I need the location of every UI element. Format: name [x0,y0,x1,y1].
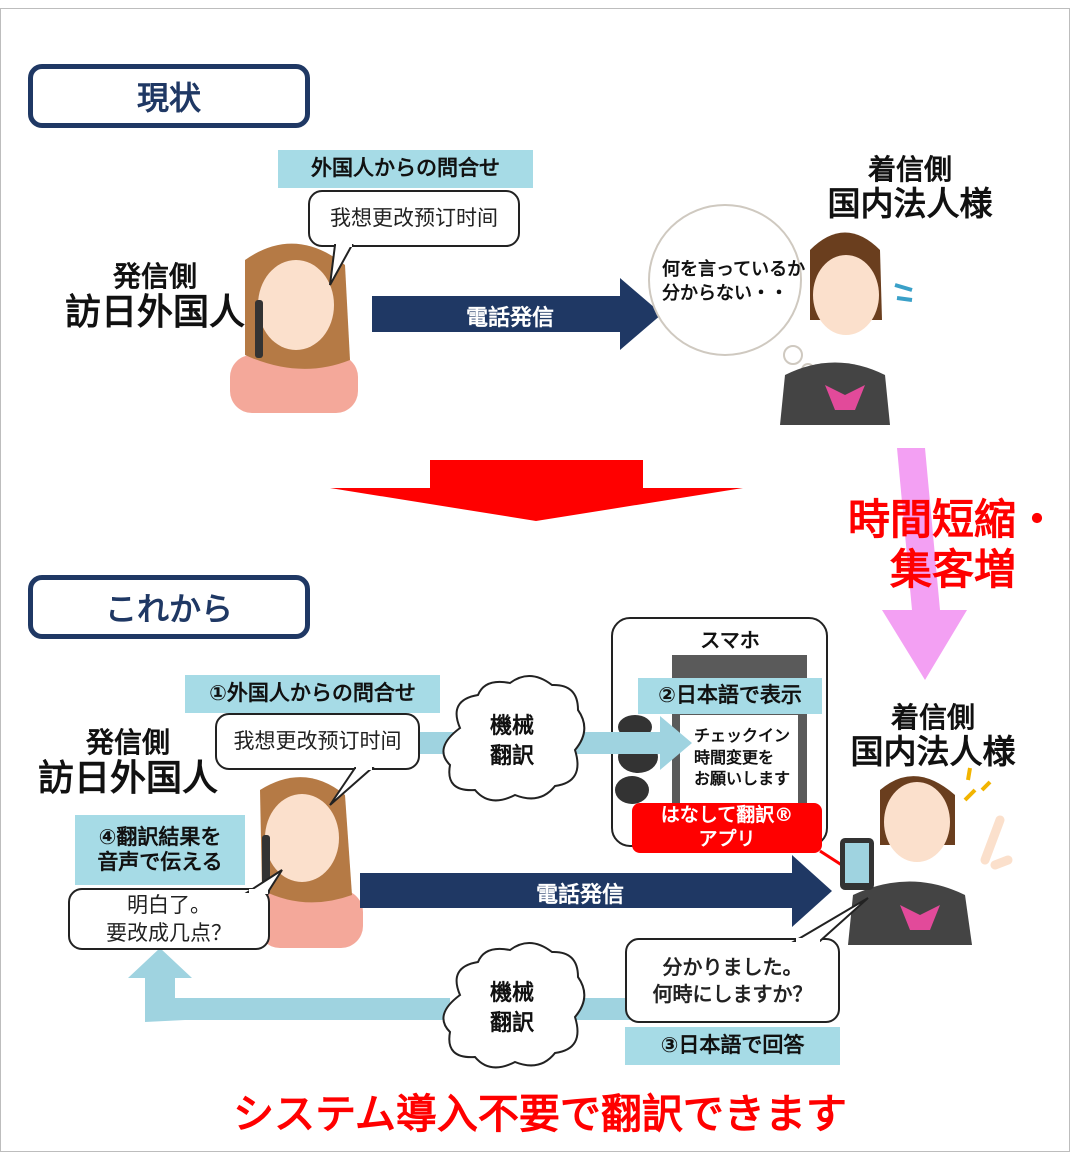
section-tag-current: 現状 [28,64,310,128]
step1-label-text: ①外国人からの問合せ [209,681,416,706]
caller-speech-text: 我想更改预订时间 [330,206,498,231]
cloud2-line1: 機械 [489,981,534,1006]
receiver-label-current: 着信側 国内法人様 [810,153,1010,223]
step4-label: ④翻訳結果を 音声で伝える [75,815,245,885]
translate-cloud-2-text: 機械 翻訳 [472,979,552,1038]
benefit-arrow [882,448,967,680]
receiver-label-future: 着信側 国内法人様 [833,701,1033,771]
caller-person-illustration [230,243,358,413]
receiver-thought-text: 何を言っているか 分からない・・ [662,258,812,307]
thought-line2: 分からない・・ [662,283,788,305]
app-line2: アプリ [698,828,756,850]
caller-label-current: 発信側 訪日外国人 [55,260,255,333]
step3-label-text: ③日本語で回答 [660,1033,805,1058]
caller-reply-bubble: 明白了。 要改成几点？ [68,888,270,950]
benefit-line1: 時間短縮・ [847,495,1058,544]
caller-label-line1: 発信側 [112,260,197,293]
step1-label: ①外国人からの問合せ [185,675,440,713]
receiver-label-future-line1: 着信側 [890,701,975,734]
translate-cloud-2 [442,942,586,1069]
receiver-label-line1: 着信側 [867,153,952,186]
phone-text-line2: 時間変更を [694,747,775,767]
translation-app-badge: はなして翻訳® アプリ [632,803,822,853]
caller-label-future: 発信側 訪日外国人 [28,726,228,799]
cloud1-line2: 翻訳 [489,743,534,769]
caller-label-future-line1: 発信側 [85,726,170,759]
receiver-label-future-line2: 国内法人様 [850,731,1016,771]
phone-text-line3: お願いします [694,769,791,789]
receiver-person-illustration-future [840,767,1013,945]
step4-line2: 音声で伝える [97,850,223,874]
call-arrow-current [372,278,662,350]
step3-label: ③日本語で回答 [625,1027,840,1065]
transition-arrow [330,460,743,521]
phone-text-line1: チェックイン [694,726,791,745]
call-arrow-current-label: 電話発信 [465,306,554,331]
footer-message: システム導入不要で翻訳できます [233,1090,847,1138]
benefit-text: 時間短縮・ 集客増 [838,495,1068,596]
benefit-line2: 集客増 [889,545,1016,595]
thought-bubble [648,204,815,377]
call-arrow-future-label: 電話発信 [535,883,624,908]
translate-arrow-to-phone [570,716,692,770]
phone-title: スマホ [700,628,760,652]
caller-speech-bubble-future: 我想更改预订时间 [215,713,420,770]
inquiry-label-text: 外国人からの問合せ [311,156,500,181]
caller-label-future-line2: 訪日外国人 [37,757,218,799]
cloud1-line1: 機械 [489,714,534,739]
translate-cloud-1-text: 機械 翻訳 [472,712,552,771]
inquiry-label: 外国人からの問合せ [278,150,533,188]
receiver-label-line2: 国内法人様 [827,183,993,223]
translate-cloud-1 [442,675,586,802]
phone-screen-text: チェックイン 時間変更を お願いします [694,725,804,790]
caller-person-illustration-future [258,777,363,948]
receiver-reply-line1: 分かりました。 [662,954,803,979]
step4-line1: ④翻訳結果を [98,824,222,849]
app-line1: はなして翻訳® [660,804,794,827]
section-tag-current-text: 現状 [136,79,201,117]
caller-reply-line1: 明白了。 [127,892,211,917]
call-arrow-future [360,855,832,927]
receiver-reply-line2: 何時にしますか？ [652,981,813,1006]
caller-label-line2: 訪日外国人 [64,291,245,333]
section-tag-future-text: これから [104,590,233,628]
receiver-reply-bubble: 分かりました。 何時にしますか？ [625,938,840,1023]
caller-speech-bubble: 我想更改预订时间 [308,190,520,247]
receiver-person-illustration-current [780,232,913,425]
step2-label-text: ②日本語で表示 [658,683,802,708]
section-tag-future: これから [28,575,310,639]
thought-line1: 何を言っているか [662,259,806,280]
cloud2-line2: 翻訳 [489,1010,534,1036]
step2-label: ②日本語で表示 [638,678,822,714]
caller-reply-line2: 要改成几点？ [106,921,232,945]
diagram-frame [0,8,1070,1152]
caller-speech-future-text: 我想更改预订时间 [233,729,402,754]
